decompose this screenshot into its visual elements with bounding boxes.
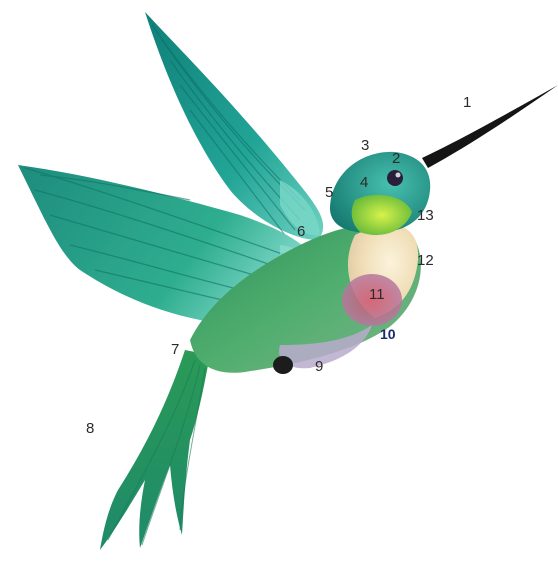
label-8: 8	[86, 421, 94, 436]
label-6: 6	[297, 224, 305, 239]
eye	[387, 170, 403, 186]
label-4: 4	[360, 175, 368, 190]
tail	[100, 350, 210, 550]
label-12: 12	[417, 253, 434, 268]
label-9: 9	[315, 359, 323, 374]
label-5: 5	[325, 185, 333, 200]
label-11: 11	[369, 287, 385, 302]
label-7: 7	[171, 342, 179, 357]
label-2: 2	[392, 151, 400, 166]
label-3: 3	[361, 138, 369, 153]
label-1: 1	[463, 95, 471, 110]
beak	[422, 85, 558, 168]
foot	[273, 356, 293, 374]
label-10: 10	[380, 327, 396, 341]
head	[330, 85, 558, 235]
label-13: 13	[417, 208, 434, 223]
